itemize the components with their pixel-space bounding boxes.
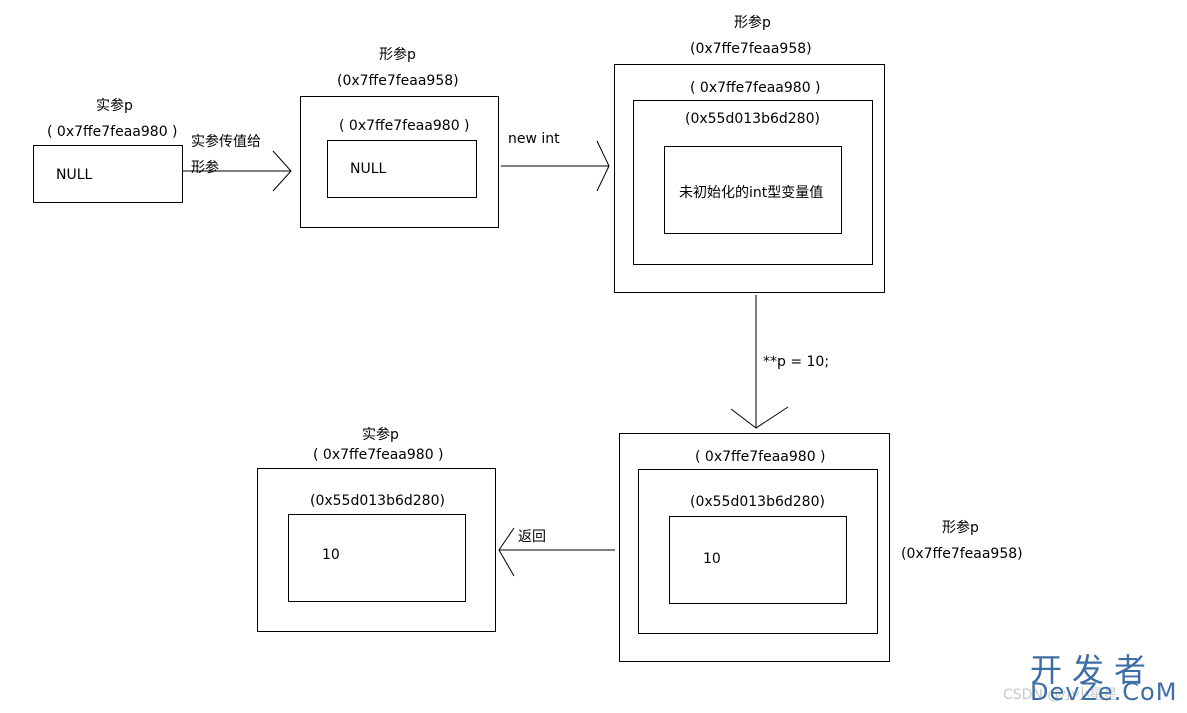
stage5-outer-box: (0x55d013b6d280) 10 bbox=[257, 468, 496, 632]
stage3-inner-address: (0x55d013b6d280) bbox=[685, 111, 820, 127]
arrow1-label-line1: 实参传值给 bbox=[191, 134, 261, 150]
stage4-title: 形参p bbox=[942, 520, 979, 536]
stage2-title: 形参p bbox=[379, 47, 416, 63]
stage4-mid-box: (0x55d013b6d280) 10 bbox=[638, 469, 878, 634]
arrow4-label: 返回 bbox=[518, 529, 546, 545]
arrow-return-head bbox=[498, 527, 515, 577]
arrow3-label: **p = 10; bbox=[763, 354, 830, 370]
stage2-address: (0x7ffe7feaa958) bbox=[337, 73, 459, 89]
arrow-pass-param-head bbox=[272, 150, 292, 192]
stage5-inner-address: (0x55d013b6d280) bbox=[310, 493, 445, 509]
csdn-watermark: CSDN @小小星星 bbox=[1003, 687, 1118, 703]
stage3-address: (0x7ffe7feaa958) bbox=[690, 41, 812, 57]
stage3-outer-box: ( 0x7ffe7feaa980 ) (0x55d013b6d280) 未初始化… bbox=[614, 64, 885, 293]
stage4-inner-address: (0x55d013b6d280) bbox=[690, 494, 825, 510]
watermark-cn: 开发者 bbox=[1030, 651, 1157, 689]
stage3-inner-box: 未初始化的int型变量值 bbox=[664, 146, 842, 234]
stage5-address: ( 0x7ffe7feaa980 ) bbox=[313, 447, 444, 463]
stage4-address: (0x7ffe7feaa958) bbox=[901, 546, 1023, 562]
stage1-address: ( 0x7ffe7feaa980 ) bbox=[47, 124, 178, 140]
arrow-assign-head bbox=[730, 406, 789, 429]
stage3-mid-address: ( 0x7ffe7feaa980 ) bbox=[690, 80, 821, 96]
stage1-title: 实参p bbox=[96, 98, 133, 114]
stage1-value: NULL bbox=[56, 167, 93, 183]
stage2-value: NULL bbox=[350, 161, 387, 177]
stage2-inner-address: ( 0x7ffe7feaa980 ) bbox=[339, 118, 470, 134]
stage4-inner-box: 10 bbox=[669, 516, 847, 604]
arrow1-label-line2: 形参 bbox=[191, 160, 219, 176]
stage1-box: NULL bbox=[33, 145, 183, 203]
stage2-outer-box: ( 0x7ffe7feaa980 ) NULL bbox=[300, 96, 499, 228]
arrow2-label: new int bbox=[508, 131, 560, 147]
stage5-title: 实参p bbox=[362, 427, 399, 443]
watermark-en: DevZe.CoM bbox=[1030, 678, 1178, 706]
arrow-new-int-head bbox=[596, 140, 610, 192]
stage4-value: 10 bbox=[703, 551, 721, 567]
stage3-mid-box: (0x55d013b6d280) 未初始化的int型变量值 bbox=[633, 100, 873, 265]
stage5-inner-box: 10 bbox=[288, 514, 466, 602]
stage4-mid-address: ( 0x7ffe7feaa980 ) bbox=[695, 449, 826, 465]
stage4-outer-box: ( 0x7ffe7feaa980 ) (0x55d013b6d280) 10 bbox=[619, 433, 890, 662]
stage3-value: 未初始化的int型变量值 bbox=[679, 185, 824, 201]
stage2-inner-box: NULL bbox=[327, 140, 477, 198]
stage3-title: 形参p bbox=[734, 15, 771, 31]
stage5-value: 10 bbox=[322, 547, 340, 563]
